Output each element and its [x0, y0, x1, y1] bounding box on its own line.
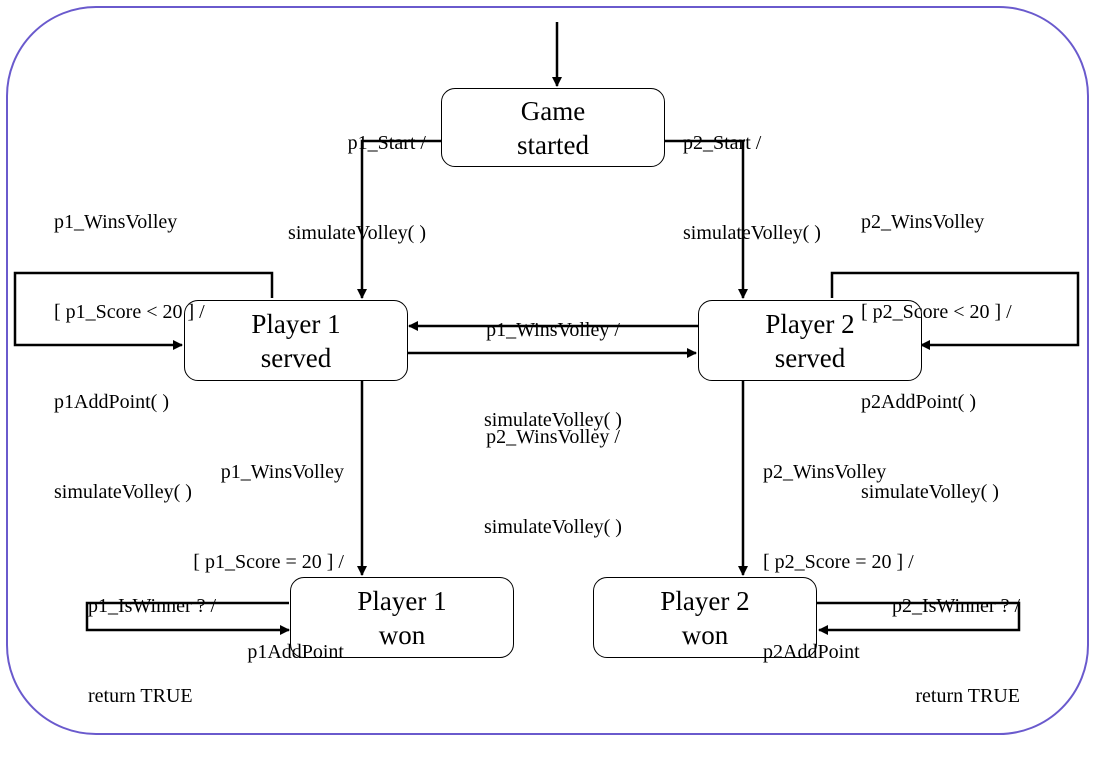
arrow-start-to-p1: [357, 139, 441, 299]
label-to-p2-action: simulateVolley( ): [484, 516, 622, 538]
arrow-p2-won-loop: [817, 601, 1021, 635]
label-p2-win-line3: p2AddPoint: [763, 641, 860, 663]
transition-arrows: [13, 22, 1080, 635]
label-p1-self-line1: p1_WinsVolley: [54, 211, 178, 233]
label-to-p1-event: p1_WinsVolley /: [486, 319, 620, 341]
label-to-p2: p2_WinsVolley / simulateVolley( ): [443, 362, 663, 602]
label-p2-start: p2_Start / simulateVolley( ): [683, 68, 883, 308]
label-p2-start-event: p2_Start /: [683, 132, 762, 154]
arrow-start-to-p2: [665, 139, 748, 299]
arrow-p2-self-loop: [830, 271, 1080, 350]
state-game-started-line2: started: [517, 129, 589, 160]
state-player2-won-line2: won: [681, 619, 729, 650]
label-p1-self-line2: [ p1_Score < 20 ] /: [54, 301, 205, 323]
label-p2-win-line1: p2_WinsVolley: [763, 461, 887, 483]
state-player1-won-line2: won: [378, 619, 426, 650]
label-p1-win-line1: p1_WinsVolley: [220, 461, 344, 483]
label-p2-start-action: simulateVolley( ): [683, 222, 821, 244]
label-to-p1: p1_WinsVolley / simulateVolley( ): [443, 255, 663, 495]
state-player2-won: Player 2 won: [593, 577, 817, 658]
label-p2-self-loop: p2_WinsVolley [ p2_Score < 20 ] / p2AddP…: [861, 147, 1081, 567]
label-p1-winner-event: p1_IsWinner ? /: [88, 595, 217, 617]
state-player1-won-line1: Player 1: [357, 585, 447, 616]
state-player1-served-line2: served: [260, 342, 332, 373]
label-p2-self-line2: [ p2_Score < 20 ] /: [861, 301, 1012, 323]
label-p1-self-line3: p1AddPoint( ): [54, 391, 169, 413]
label-p2-winner-event: p2_IsWinner ? /: [891, 595, 1020, 617]
label-p1-win: p1_WinsVolley [ p1_Score = 20 ] / p1AddP…: [140, 397, 344, 727]
label-to-p2-event: p2_WinsVolley /: [486, 426, 620, 448]
label-p2-win: p2_WinsVolley [ p2_Score = 20 ] / p2AddP…: [763, 397, 983, 727]
label-p1-start: p1_Start / simulateVolley( ): [230, 68, 426, 308]
state-game-started-line1: Game: [520, 95, 586, 126]
label-p1-win-line3: p1AddPoint: [247, 641, 344, 663]
label-p1-winner: p1_IsWinner ? / return TRUE: [88, 531, 288, 771]
state-player1-served: Player 1 served: [184, 300, 408, 381]
label-p1-win-line2: [ p1_Score = 20 ] /: [193, 551, 344, 573]
arrow-p1-self-loop: [13, 271, 274, 350]
state-player2-served-line1: Player 2: [765, 308, 855, 339]
label-to-p1-action: simulateVolley( ): [484, 409, 622, 431]
state-diagram: Game started Player 1 served Player 2 se…: [6, 6, 1089, 735]
label-p1-self-line4: simulateVolley( ): [54, 481, 192, 503]
state-player2-won-line1: Player 2: [660, 585, 750, 616]
label-p1-winner-action: return TRUE: [88, 685, 193, 707]
label-p1-self-loop: p1_WinsVolley [ p1_Score < 20 ] / p1AddP…: [54, 147, 274, 567]
label-p2-winner-action: return TRUE: [915, 685, 1020, 707]
state-player1-served-line1: Player 1: [251, 308, 341, 339]
state-player1-won: Player 1 won: [290, 577, 514, 658]
arrow-p1-won-loop: [85, 601, 290, 635]
label-p1-start-event: p1_Start /: [347, 132, 426, 154]
diagram-frame: [6, 6, 1089, 735]
state-player2-served: Player 2 served: [698, 300, 922, 381]
label-p2-self-line3: p2AddPoint( ): [861, 391, 976, 413]
state-player2-served-line2: served: [774, 342, 846, 373]
state-game-started: Game started: [441, 88, 665, 167]
label-p1-start-action: simulateVolley( ): [288, 222, 426, 244]
label-p2-win-line2: [ p2_Score = 20 ] /: [763, 551, 914, 573]
label-p2-self-line4: simulateVolley( ): [861, 481, 999, 503]
label-p2-winner: p2_IsWinner ? / return TRUE: [820, 531, 1020, 771]
label-p2-self-line1: p2_WinsVolley: [861, 211, 985, 233]
